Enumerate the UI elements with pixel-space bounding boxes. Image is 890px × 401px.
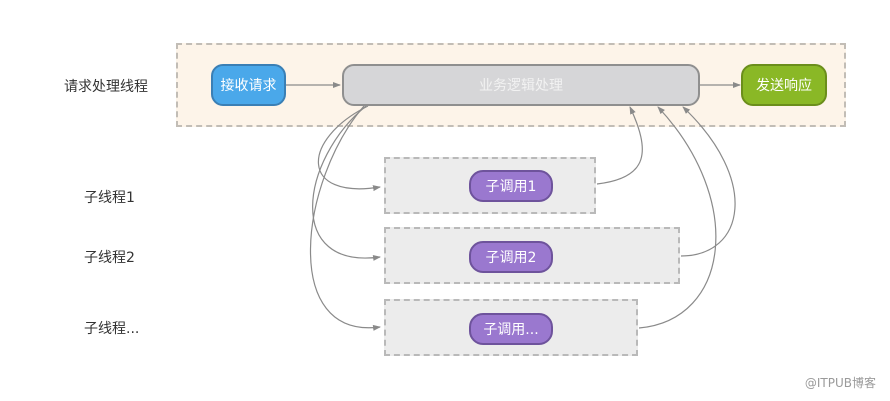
- sub-call-2-node: 子调用2: [469, 241, 553, 273]
- watermark: @ITPUB博客: [804, 376, 876, 390]
- send-response-node: 发送响应: [741, 64, 827, 106]
- business-logic-node: 业务逻辑处理: [342, 64, 700, 106]
- arrow-sub2-to-logic: [680, 106, 736, 257]
- arrow-logic-to-sub2: [312, 105, 381, 261]
- sub-thread-n-label: 子线程...: [84, 321, 140, 337]
- sub-thread-2-label: 子线程2: [84, 250, 135, 266]
- sub-call-n-node: 子调用...: [469, 313, 553, 345]
- arrow-logic-to-sub1: [317, 105, 381, 192]
- arrow-logic-to-subn: [309, 105, 381, 331]
- arrow-sub1-to-logic: [596, 106, 643, 185]
- sub-thread-1-label: 子线程1: [84, 190, 135, 206]
- arrow-subn-to-logic: [638, 106, 717, 329]
- sub-call-1-node: 子调用1: [469, 170, 553, 202]
- main-thread-label: 请求处理线程: [64, 79, 148, 95]
- receive-request-node: 接收请求: [211, 64, 286, 106]
